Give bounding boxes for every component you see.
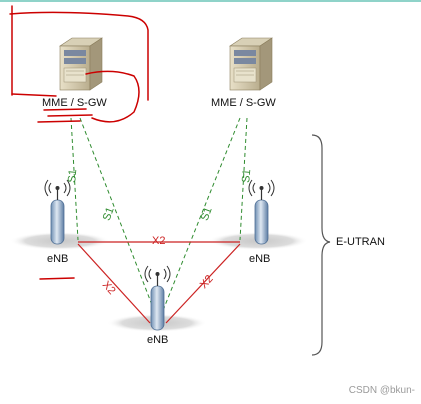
enb-right-antenna-icon — [248, 179, 275, 245]
x2-link-left — [77, 243, 151, 324]
x2-link-right — [165, 243, 241, 324]
eutran-brace — [311, 134, 331, 356]
s1-link-right-bottom — [159, 117, 241, 319]
s1-link-right-right — [239, 117, 248, 241]
watermark: CSDN @bkun- — [348, 385, 415, 396]
window-top-border — [0, 0, 421, 2]
red-annotation-marks — [9, 5, 149, 280]
enb-left-antenna-icon — [44, 179, 71, 245]
mme-right-label: MME / S-GW — [211, 97, 276, 109]
s1-link-left-left — [70, 117, 79, 241]
s1-label-d: S1 — [240, 168, 254, 184]
x2-label-top: X2 — [152, 235, 166, 247]
mme-left-server-icon — [59, 37, 103, 91]
enb-right-label: eNB — [249, 253, 271, 265]
enb-bottom-antenna-icon — [144, 265, 171, 331]
s1-label-a: S1 — [66, 168, 80, 184]
mme-right-server-icon — [229, 37, 273, 91]
s1-link-left-bottom — [79, 117, 158, 319]
mme-left-label: MME / S-GW — [42, 97, 107, 109]
enb-bottom-label: eNB — [147, 334, 169, 346]
enb-left-label: eNB — [47, 253, 69, 265]
eutran-label: E-UTRAN — [336, 236, 385, 248]
